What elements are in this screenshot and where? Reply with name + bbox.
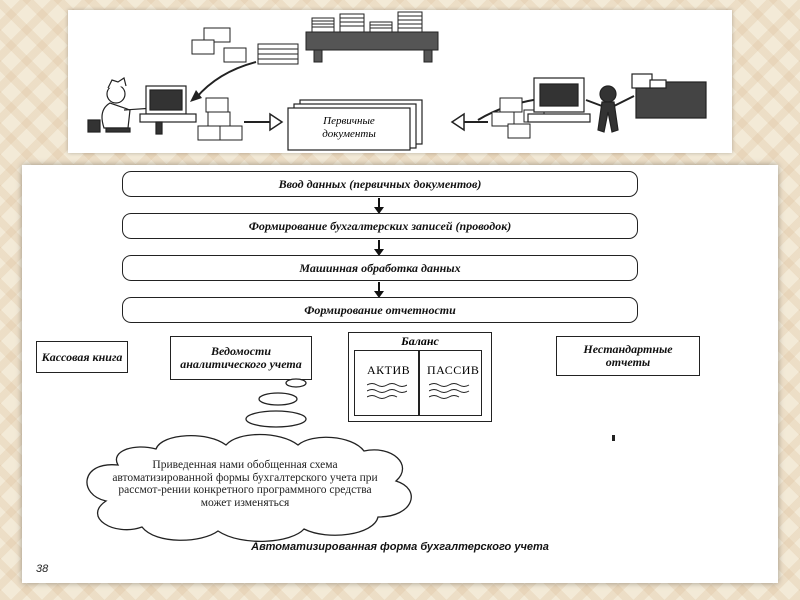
tick-mark	[612, 435, 615, 441]
flow-arrow-icon	[195, 61, 257, 99]
flow-step-accounting-entries: Формирование бухгалтерских записей (пров…	[122, 213, 638, 239]
illustration-panel: Первичные документы	[68, 10, 732, 153]
assets-label: АКТИВ	[367, 363, 411, 377]
computer-with-person-icon	[527, 73, 707, 133]
primary-docs-label-1: Первичные	[322, 115, 375, 127]
main-diagram-panel: Ввод данных (первичных документов) Форми…	[22, 165, 778, 583]
liabilities-lines-icon	[429, 383, 470, 399]
nonstandard-reports-box: Нестандартные отчеты	[556, 336, 700, 376]
flow-step-reporting: Формирование отчетности	[122, 297, 638, 323]
flow-step-machine-processing: Машинная обработка данных	[122, 255, 638, 281]
balance-title: Баланс	[401, 334, 439, 348]
assets-lines-icon	[367, 383, 407, 399]
diagram-caption: Автоматизированная форма бухгалтерского …	[251, 541, 549, 553]
balance-table: АКТИВ ПАССИВ	[354, 350, 482, 416]
cash-book-box: Кассовая книга	[36, 341, 128, 373]
input-papers-icon	[197, 97, 243, 141]
primary-docs-label-2: документы	[322, 128, 376, 140]
flow-arrow-2	[374, 240, 384, 256]
flow-step-data-input: Ввод данных (первичных документов)	[122, 171, 638, 197]
liabilities-label: ПАССИВ	[427, 363, 480, 377]
note-text: Приведенная нами обобщенная схема автома…	[112, 459, 378, 509]
flow-arrow-3	[374, 282, 384, 298]
note-cloud-icon	[86, 378, 412, 542]
operator-at-computer-icon	[87, 77, 197, 135]
document-stacks-icon	[191, 11, 439, 65]
data-entry-illustration: Первичные документы	[87, 11, 707, 151]
page-number: 38	[36, 563, 49, 575]
balance-divider	[418, 351, 420, 415]
primary-documents-icon	[287, 99, 423, 151]
balance-document: Баланс АКТИВ ПАССИВ	[348, 332, 492, 422]
flow-arrow-1	[374, 198, 384, 214]
analytic-statements-box: Ведомости аналитического учета	[170, 336, 312, 380]
